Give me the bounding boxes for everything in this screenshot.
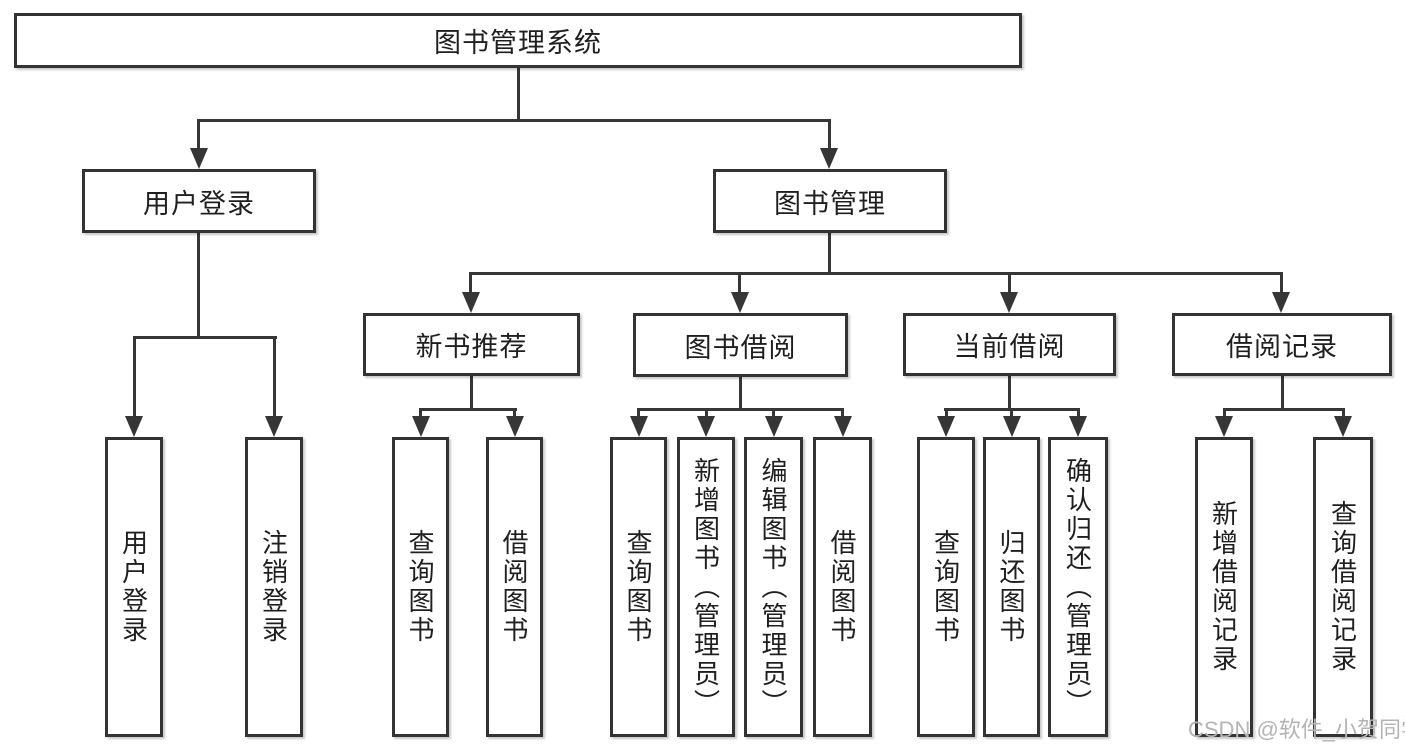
connector-line <box>470 376 473 410</box>
leaf-label: 查询图书 <box>623 529 653 645</box>
node-book-borrow: 图书借阅 <box>633 313 848 377</box>
connector-line <box>841 408 844 420</box>
leaf-label: 查询图书 <box>405 529 435 645</box>
connector-line <box>419 408 517 411</box>
connector-line <box>772 408 775 420</box>
leaf-query-books-current: 查询图书 <box>917 437 975 737</box>
connector-line <box>273 336 276 417</box>
watermark: CSDN @软件_小贺同学 <box>1188 717 1405 742</box>
leaf-borrow-books: 借阅图书 <box>813 437 872 737</box>
leaf-query-books-recommend: 查询图书 <box>392 437 449 737</box>
node-user-login: 用户登录 <box>82 169 316 233</box>
connector-line <box>1281 376 1284 410</box>
arrowhead-down-icon <box>265 416 283 437</box>
leaf-label: 新增图书（管理员） <box>690 456 721 718</box>
leaf-query-books-borrow: 查询图书 <box>610 437 667 737</box>
arrowhead-down-icon <box>1003 416 1021 437</box>
arrowhead-down-icon <box>1000 292 1018 313</box>
arrowhead-down-icon <box>834 416 852 437</box>
node-new-book-recommend: 新书推荐 <box>363 313 580 376</box>
leaf-label: 编辑图书（管理员） <box>758 456 788 718</box>
connector-line <box>637 408 640 420</box>
leaf-add-borrow-record: 新增借阅记录 <box>1195 437 1253 737</box>
arrowhead-down-icon <box>731 292 749 313</box>
connector-line <box>469 272 472 294</box>
connector-line <box>1010 408 1013 420</box>
leaf-borrow-books-recommend: 借阅图书 <box>486 437 543 737</box>
arrowhead-down-icon <box>630 416 648 437</box>
leaf-label: 新增借阅记录 <box>1208 500 1239 674</box>
node-current-borrow: 当前借阅 <box>903 313 1116 376</box>
connector-line <box>197 119 200 150</box>
connector-line <box>517 68 520 122</box>
connector-line <box>1342 408 1345 420</box>
leaf-return-books: 归还图书 <box>983 437 1040 737</box>
connector-line <box>469 272 1282 275</box>
arrowhead-down-icon <box>1334 416 1352 437</box>
leaf-label: 借阅图书 <box>827 529 857 645</box>
leaf-user-login: 用户登录 <box>105 437 163 737</box>
leaf-label: 确认归还（管理员） <box>1062 456 1093 718</box>
connector-line <box>828 119 831 150</box>
node-borrow-records: 借阅记录 <box>1172 313 1392 376</box>
connector-line <box>1077 408 1080 420</box>
leaf-confirm-return-admin: 确认归还（管理员） <box>1048 437 1108 737</box>
connector-line <box>738 272 741 294</box>
connector-line <box>133 336 277 339</box>
leaf-logout: 注销登录 <box>245 437 303 737</box>
connector-line <box>133 336 136 417</box>
arrowhead-down-icon <box>462 292 480 313</box>
connector-line <box>1008 376 1011 410</box>
arrowhead-down-icon <box>937 416 955 437</box>
connector-line <box>705 408 708 420</box>
leaf-label: 查询借阅记录 <box>1327 500 1358 674</box>
leaf-label: 用户登录 <box>118 529 149 645</box>
arrowhead-down-icon <box>697 416 715 437</box>
arrowhead-down-icon <box>1215 416 1233 437</box>
leaf-edit-books-admin: 编辑图书（管理员） <box>744 437 803 737</box>
leaf-label: 借阅图书 <box>499 529 529 645</box>
arrowhead-down-icon <box>1069 416 1087 437</box>
connector-line <box>197 119 831 122</box>
arrowhead-down-icon <box>820 148 838 169</box>
leaf-label: 查询图书 <box>930 529 961 645</box>
leaf-label: 归还图书 <box>996 529 1026 645</box>
connector-line <box>1280 272 1283 294</box>
node-root: 图书管理系统 <box>14 13 1022 68</box>
connector-line <box>828 233 831 274</box>
arrowhead-down-icon <box>125 416 143 437</box>
arrowhead-down-icon <box>412 416 430 437</box>
connector-line <box>945 408 948 420</box>
connector-line <box>197 233 200 338</box>
arrowhead-down-icon <box>190 148 208 169</box>
connector-line <box>637 408 844 411</box>
arrowhead-down-icon <box>506 416 524 437</box>
node-book-management: 图书管理 <box>713 169 947 233</box>
connector-line <box>739 377 742 410</box>
arrowhead-down-icon <box>1272 292 1290 313</box>
arrowhead-down-icon <box>765 416 783 437</box>
connector-line <box>1223 408 1345 411</box>
leaf-query-borrow-record: 查询借阅记录 <box>1313 437 1373 737</box>
connector-line <box>419 408 422 420</box>
connector-line <box>1008 272 1011 294</box>
leaf-add-books-admin: 新增图书（管理员） <box>677 437 735 737</box>
leaf-label: 注销登录 <box>258 529 289 645</box>
connector-line <box>513 408 516 420</box>
connector-line <box>1223 408 1226 420</box>
